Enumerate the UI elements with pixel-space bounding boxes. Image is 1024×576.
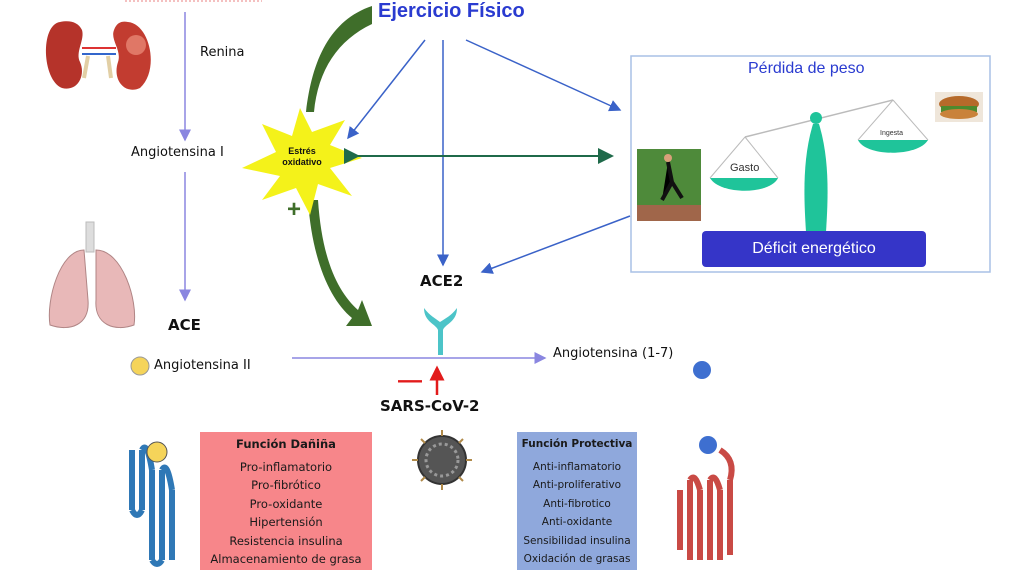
- harmful-item: Hipertensión: [249, 515, 323, 529]
- ace-label: ACE: [168, 316, 201, 334]
- harmful-item: Almacenamiento de grasa: [210, 552, 362, 566]
- kidney-icon: [45, 21, 151, 90]
- angiotensin-1-7-label: Angiotensina (1-7): [553, 346, 674, 361]
- harmful-item: Resistencia insulina: [229, 533, 343, 548]
- runner-image: [637, 149, 701, 221]
- ace2-label: ACE2: [420, 272, 464, 290]
- weight-loss-panel: [630, 55, 991, 273]
- angiotensin-1-label: Angiotensina I: [131, 145, 224, 160]
- right-receptor-icon: [677, 447, 735, 560]
- right-receptor-ligand: [699, 436, 717, 454]
- left-receptor-icon: [129, 444, 175, 567]
- burger-image: [935, 92, 983, 122]
- protective-item: Anti-oxidante: [541, 516, 613, 528]
- renin-label: Renina: [200, 45, 245, 60]
- harmful-item: Pro-oxidante: [249, 496, 323, 511]
- exercise-title: Ejercicio Físico: [378, 0, 525, 22]
- harmful-function-box: Función Dañiña Pro-inflamatorio Pro-fibr…: [200, 432, 372, 570]
- arrow-exercise-stress: [347, 39, 426, 140]
- curved-arrow-stress-ace2: [308, 200, 372, 326]
- weight-loss-title: Pérdida de peso: [748, 60, 865, 77]
- angiotensin-2-label: Angiotensina II: [154, 358, 251, 373]
- protective-item: Anti-fibrotico: [543, 497, 611, 510]
- protective-title: Función Protectiva: [521, 438, 633, 450]
- harmful-item: Pro-fibrótico: [251, 478, 321, 492]
- balance-scale-icon: [709, 99, 929, 232]
- protective-function-box: Función Protectiva Anti-inflamatorio Ant…: [517, 432, 637, 570]
- oxidative-stress-label: Estrés oxidativo: [282, 146, 322, 167]
- ace2-receptor-icon: [424, 308, 457, 355]
- angiotensin-2-dot: [130, 356, 150, 376]
- expenditure-label: Gasto: [730, 162, 760, 174]
- harmful-title: Función Dañiña: [236, 437, 336, 451]
- protective-item: Oxidación de grasas: [523, 553, 631, 565]
- minus-sign: —: [398, 367, 422, 394]
- curved-arrow-exercise-stress: [306, 6, 372, 112]
- arrow-weight-ace2: [480, 215, 631, 274]
- intake-label: Ingesta: [880, 130, 903, 137]
- angiotensin-1-7-dot: [693, 361, 711, 379]
- sars-cov-2-label: SARS-CoV-2: [380, 397, 480, 415]
- protective-item: Sensibilidad insulina: [523, 534, 631, 547]
- energy-deficit-box: Déficit energético: [702, 231, 926, 267]
- harmful-item: Pro-inflamatorio: [239, 459, 333, 474]
- lungs-icon: [48, 221, 136, 329]
- sars-cov-2-virus-icon: [412, 430, 472, 490]
- protective-item: Anti-inflamatorio: [532, 460, 622, 473]
- left-receptor-ligand: [146, 441, 168, 463]
- arrow-exercise-weight: [465, 39, 622, 112]
- plus-sign: +: [287, 196, 302, 223]
- oxidative-stress-star: [242, 108, 362, 215]
- protective-item: Anti-proliferativo: [532, 479, 622, 491]
